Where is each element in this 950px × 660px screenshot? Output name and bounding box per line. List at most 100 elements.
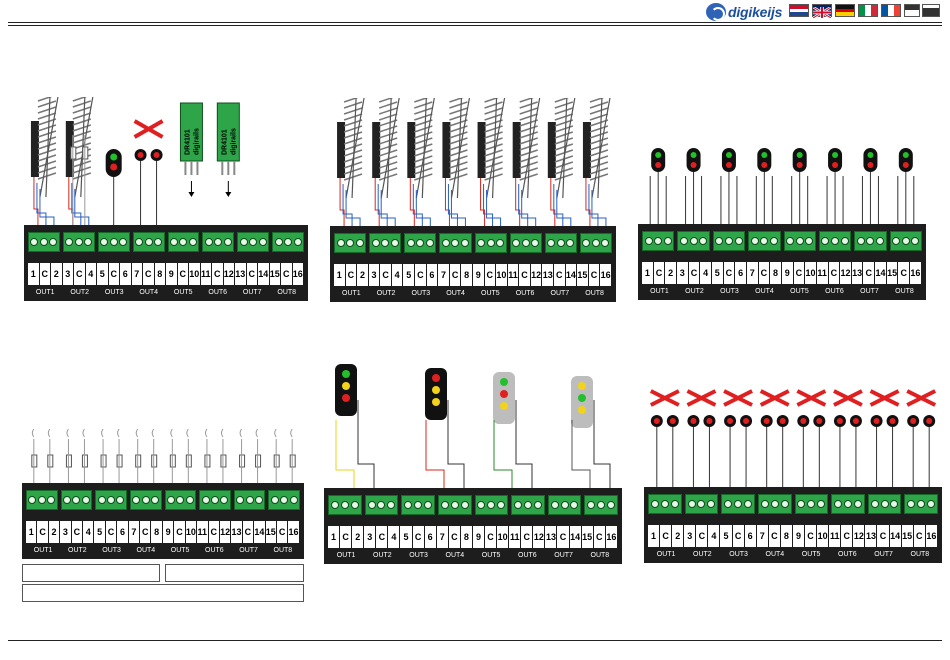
screw-terminal[interactable]	[97, 232, 130, 252]
screw-icon	[901, 237, 910, 245]
annotation-box	[22, 584, 304, 602]
signal-lamp	[432, 374, 440, 382]
pin-label: 1	[328, 526, 341, 548]
screw-terminal[interactable]	[268, 490, 300, 510]
pin-label: 7	[438, 264, 450, 286]
screw-terminal[interactable]	[748, 231, 781, 251]
screw-terminal[interactable]	[721, 494, 755, 514]
screw-terminal[interactable]	[439, 233, 472, 253]
screw-terminal[interactable]	[474, 233, 507, 253]
screw-terminal[interactable]	[369, 233, 402, 253]
screw-terminal[interactable]	[757, 494, 792, 514]
pin-label: 10	[817, 525, 830, 547]
screw-icon	[660, 500, 669, 508]
wire-blue	[483, 184, 494, 226]
nl-flag-icon[interactable]	[789, 4, 809, 17]
screw-terminal[interactable]	[511, 495, 545, 515]
screw-terminal[interactable]	[783, 231, 816, 251]
screw-terminal[interactable]	[794, 494, 829, 514]
output-label: OUT4	[136, 547, 156, 554]
signal-lamp	[500, 378, 508, 386]
extra-flag-icon[interactable]	[904, 4, 920, 17]
red-lamp	[796, 162, 803, 168]
turnout-sleeper	[484, 143, 503, 151]
output-label: OUT7	[239, 547, 258, 554]
pin-label: 5	[403, 264, 416, 286]
screw-terminal[interactable]	[889, 231, 922, 251]
screw-terminal[interactable]	[199, 490, 231, 510]
screw-terminal[interactable]	[401, 495, 435, 515]
screw-terminal[interactable]	[364, 495, 399, 515]
screw-terminal[interactable]	[129, 490, 162, 510]
screw-terminal[interactable]	[167, 232, 200, 252]
wire-red	[33, 177, 39, 225]
turnout-sleeper	[554, 101, 574, 109]
screw-terminal[interactable]	[642, 231, 675, 251]
screw-terminal[interactable]	[579, 233, 612, 253]
screw-terminal[interactable]	[164, 490, 197, 510]
turnout-sleeper	[589, 119, 609, 127]
screw-terminal[interactable]	[584, 495, 618, 515]
screw-icon	[487, 501, 496, 509]
pin-label: 16	[925, 525, 938, 547]
rail	[386, 98, 392, 199]
screw-terminal[interactable]	[272, 232, 304, 252]
screw-terminal[interactable]	[474, 495, 509, 515]
fr-flag-icon[interactable]	[881, 4, 901, 17]
pin-label: C	[105, 521, 118, 543]
wire	[447, 400, 465, 488]
lamp-bulb	[47, 428, 51, 438]
de-flag-icon[interactable]	[835, 4, 855, 17]
output-label: OUT1	[650, 288, 669, 295]
screw-terminal[interactable]	[904, 494, 938, 514]
screw-terminal[interactable]	[712, 231, 746, 251]
screw-terminal[interactable]	[437, 495, 472, 515]
screw-terminal[interactable]	[328, 495, 362, 515]
screw-terminal[interactable]	[237, 232, 270, 252]
screw-icon	[81, 496, 90, 504]
pin-label: C	[723, 262, 736, 284]
pin-label: C	[768, 525, 781, 547]
screw-icon	[210, 496, 219, 504]
screw-terminal[interactable]	[547, 495, 582, 515]
screw-terminal[interactable]	[544, 233, 577, 253]
screw-icon	[840, 237, 849, 245]
screw-terminal[interactable]	[334, 233, 367, 253]
extra-flag-2-icon[interactable]	[922, 4, 940, 17]
screw-terminal[interactable]	[28, 232, 60, 252]
screw-terminal[interactable]	[684, 494, 719, 514]
screw-icon	[644, 237, 653, 245]
screw-terminal[interactable]	[95, 490, 127, 510]
screw-terminal[interactable]	[677, 231, 710, 251]
screw-terminal[interactable]	[854, 231, 887, 251]
screw-terminal[interactable]	[404, 233, 437, 253]
screw-terminal[interactable]	[26, 490, 58, 510]
screw-terminal[interactable]	[648, 494, 682, 514]
pin-label: 6	[744, 525, 757, 547]
pin-label: 15	[581, 526, 594, 548]
screw-icon	[817, 500, 826, 508]
screw-terminal[interactable]	[509, 233, 542, 253]
turnout-sleeper	[449, 149, 468, 157]
it-flag-icon[interactable]	[858, 4, 878, 17]
lamp-bulb	[101, 428, 104, 438]
terminal-row	[328, 495, 618, 515]
screw-terminal[interactable]	[62, 232, 95, 252]
pin-label: 10	[189, 263, 201, 285]
screw-terminal[interactable]	[233, 490, 266, 510]
uk-flag-icon[interactable]	[812, 4, 832, 20]
rail	[345, 98, 365, 199]
screw-terminal[interactable]	[132, 232, 165, 252]
screw-terminal[interactable]	[867, 494, 902, 514]
screw-terminal[interactable]	[202, 232, 235, 252]
screw-terminal[interactable]	[60, 490, 93, 510]
screw-icon	[496, 239, 505, 247]
screw-terminal[interactable]	[818, 231, 852, 251]
screw-terminal[interactable]	[831, 494, 865, 514]
crossing-light-lens	[653, 418, 660, 424]
turnout-sleeper	[449, 137, 468, 145]
pin-label: C	[415, 264, 427, 286]
